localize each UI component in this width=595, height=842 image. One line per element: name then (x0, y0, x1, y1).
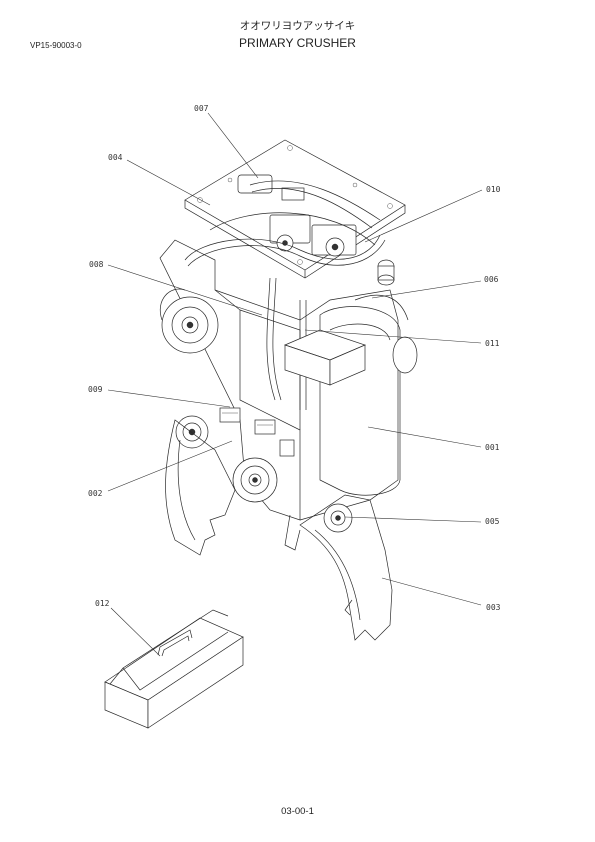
callout-010: 010 (486, 185, 501, 194)
tool-box (104, 609, 244, 729)
callout-011: 011 (485, 339, 500, 348)
document-code: VP15-90003-0 (30, 41, 82, 50)
cylinder-housing (319, 306, 418, 496)
callout-008: 008 (89, 260, 104, 269)
callout-006: 006 (484, 275, 499, 284)
main-frame (159, 239, 409, 521)
callout-labels: 007 004 010 008 006 011 009 001 002 005 … (88, 104, 501, 657)
callout-012: 012 (95, 599, 110, 608)
right-jaw (284, 494, 393, 641)
pin-assembly-left (175, 415, 209, 449)
pin-assembly-right (323, 503, 353, 533)
callout-009: 009 (88, 385, 103, 394)
page-number: 03-00-1 (281, 806, 314, 817)
valve-assembly (209, 174, 381, 257)
title-english: PRIMARY CRUSHER (239, 36, 356, 50)
callout-002: 002 (88, 489, 103, 498)
left-pivot (160, 288, 219, 354)
right-side-boss (377, 259, 395, 286)
manifold-block (284, 329, 366, 386)
top-bracket-plate (184, 139, 406, 279)
title-japanese: オオワリヨウアッサイキ (239, 20, 356, 32)
callout-005: 005 (485, 517, 500, 526)
callout-003: 003 (486, 603, 501, 612)
warning-labels (219, 407, 295, 457)
pin-assembly-center (232, 457, 278, 503)
callout-007: 007 (194, 104, 209, 113)
callout-004: 004 (108, 153, 123, 162)
callout-001: 001 (485, 443, 500, 452)
left-jaw (165, 419, 236, 556)
